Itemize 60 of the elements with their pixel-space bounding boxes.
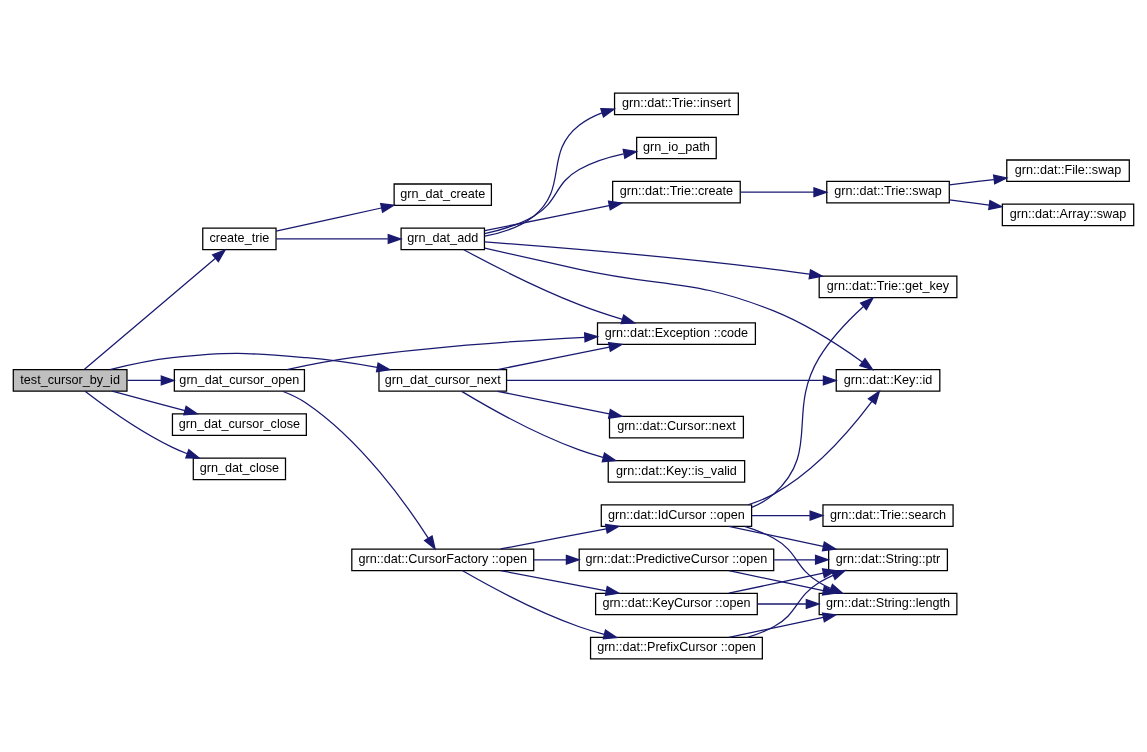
arrow (499, 523, 621, 550)
node-box: grn_dat_cursor_close (171, 413, 307, 436)
arrow (83, 248, 227, 370)
arrow (484, 247, 875, 371)
arrow (275, 233, 403, 245)
arrow (773, 554, 831, 566)
arrow (497, 341, 624, 371)
arrow (751, 296, 875, 508)
node-box: test_cursor_by_id (12, 369, 128, 392)
arrow (728, 612, 838, 639)
arrow (948, 174, 1009, 186)
arrow (281, 390, 437, 551)
arrow (461, 390, 618, 463)
arrow (484, 241, 825, 280)
node-box: grn::dat::Trie::search (822, 504, 954, 527)
node-box: grn::dat::Key::id (835, 369, 941, 392)
arrow (506, 375, 838, 386)
node-box: grn::dat::IdCursor ::open (600, 504, 753, 527)
node-box: grn::dat::Array::swap (1001, 203, 1135, 227)
arrow (484, 148, 639, 235)
arrow (497, 390, 624, 419)
arrow (275, 202, 396, 232)
arrow (463, 249, 637, 325)
arrow (499, 569, 621, 596)
arrow (751, 510, 825, 521)
node-box: grn::dat::Key::is_valid (607, 460, 746, 483)
node-box: grn::dat::Trie::create (612, 180, 741, 204)
node-box: grn::dat::PredictiveCursor ::open (578, 548, 775, 572)
arrow (461, 569, 619, 640)
node-box: grn_dat_cursor_open (173, 369, 306, 392)
node-box: grn_dat_add (400, 227, 486, 251)
arrow (948, 199, 1004, 211)
arrow (747, 389, 881, 506)
node-box: grn::dat::String::ptr (828, 548, 948, 572)
node-box: grn::dat::CursorFactory ::open (351, 548, 535, 572)
node-box: grn::dat::Cursor::next (608, 415, 744, 439)
arrow (109, 352, 392, 373)
node-box: grn_dat_close (192, 457, 287, 481)
node-box: grn::dat::String::length (818, 592, 958, 616)
arrow (84, 390, 202, 459)
node-box: grn_io_path (636, 136, 717, 160)
node-box: grn::dat::File::swap (1006, 159, 1130, 183)
node-box: create_trie (202, 227, 277, 251)
arrow (126, 375, 176, 386)
arrow (484, 200, 624, 232)
arrow (739, 186, 829, 198)
arrow (484, 107, 617, 237)
arrow (286, 332, 600, 371)
node-box: grn::dat::Trie::swap (826, 180, 950, 204)
arrow (728, 525, 838, 552)
node-box: grn::dat::Trie::get_key (818, 275, 958, 299)
arrow (111, 390, 200, 416)
node-box: grn::dat::KeyCursor ::open (595, 592, 758, 616)
node-box: grn::dat::Exception ::code (596, 322, 756, 346)
node-box: grn::dat::Trie::insert (613, 92, 739, 116)
node-box: grn_dat_cursor_next (378, 369, 508, 392)
node-box: grn_dat_create (393, 183, 492, 207)
arrow (533, 554, 581, 566)
arrow (756, 598, 821, 610)
node-box: grn::dat::PrefixCursor ::open (589, 636, 763, 660)
